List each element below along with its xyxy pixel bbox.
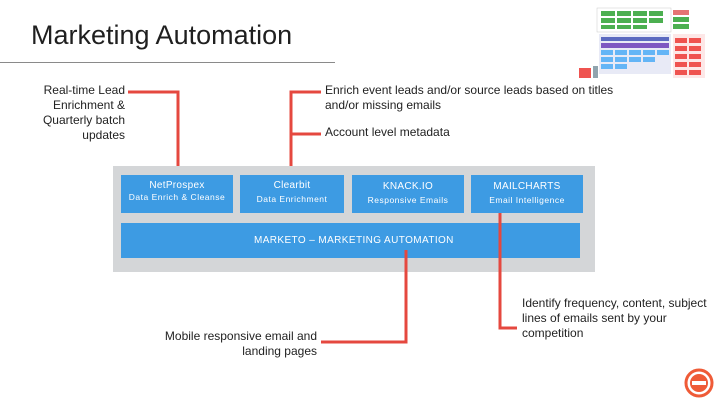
note-line: Real-time Lead bbox=[43, 83, 125, 97]
note-realtime-enrichment: Real-time Lead Enrichment & Quarterly ba… bbox=[20, 83, 125, 143]
tool-box-knackio: KNACK.IO Responsive Emails bbox=[352, 175, 464, 213]
tool-box-netprospex: NetProspex Data Enrich & Cleanse bbox=[121, 175, 233, 213]
marketo-platform-bar bbox=[121, 223, 580, 258]
marketo-platform-label: MARKETO – MARKETING AUTOMATION bbox=[254, 235, 454, 246]
tool-name: Clearbit bbox=[273, 180, 311, 191]
note-account-metadata: Account level metadata bbox=[325, 125, 450, 139]
note-line: Quarterly batch bbox=[42, 113, 125, 127]
company-logo-icon bbox=[684, 368, 714, 398]
tool-desc: Data Enrichment bbox=[256, 194, 328, 204]
title-underline bbox=[0, 62, 335, 63]
connector-left-note bbox=[128, 90, 180, 177]
note-line: updates bbox=[82, 128, 125, 142]
tool-desc: Data Enrich & Cleanse bbox=[128, 192, 226, 202]
tool-name: KNACK.IO bbox=[382, 181, 434, 192]
overview-thumbnail bbox=[579, 7, 705, 78]
note-mobile-responsive: Mobile responsive email and landing page… bbox=[164, 329, 317, 358]
note-enrich-leads: Enrich event leads and/or source leads b… bbox=[325, 83, 614, 112]
note-competitor-intelligence: Identify frequency, content, subject lin… bbox=[522, 296, 707, 340]
tool-name: MAILCHARTS bbox=[493, 181, 561, 192]
connector-mobile-note bbox=[321, 250, 408, 344]
connector-enrich-note bbox=[289, 90, 321, 177]
tool-box-clearbit: Clearbit Data Enrichment bbox=[240, 175, 344, 213]
tool-desc: Email Intelligence bbox=[489, 195, 565, 205]
note-line: Enrichment & bbox=[52, 98, 125, 112]
slide-title: Marketing Automation bbox=[31, 20, 293, 50]
tool-desc: Responsive Emails bbox=[367, 195, 449, 205]
tool-box-mailcharts: MAILCHARTS Email Intelligence bbox=[471, 175, 583, 213]
tool-name: NetProspex bbox=[149, 180, 205, 191]
